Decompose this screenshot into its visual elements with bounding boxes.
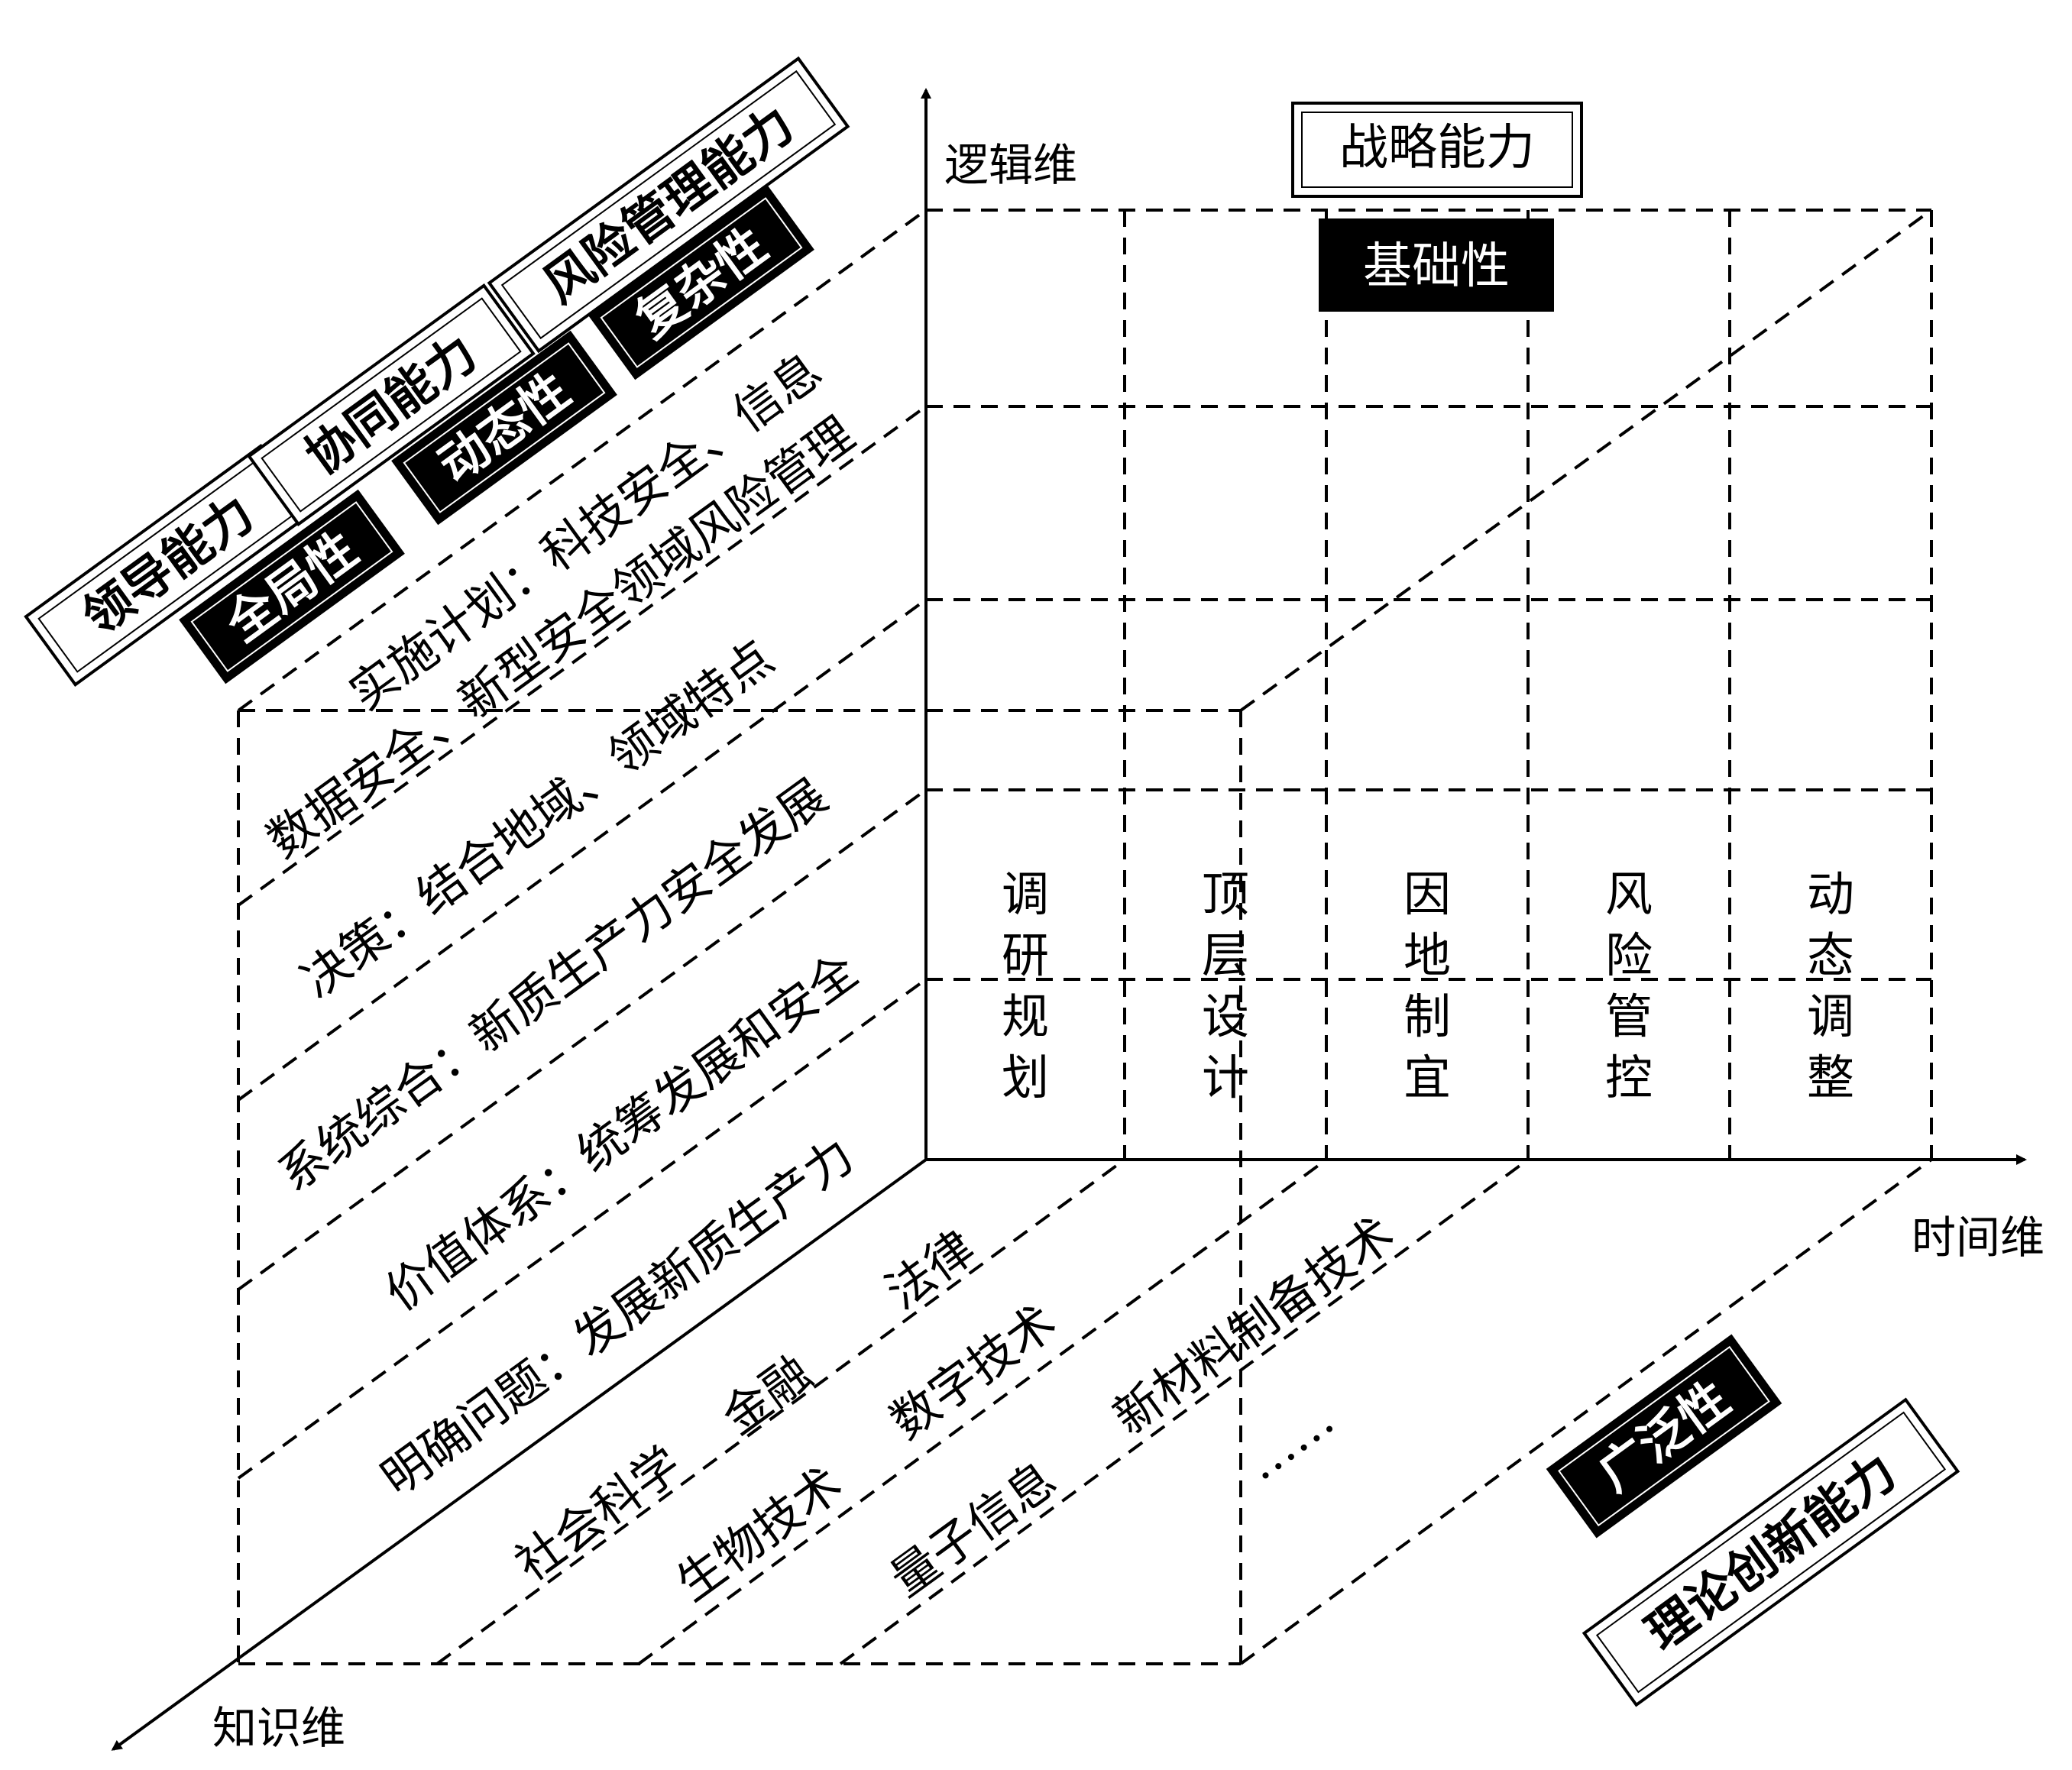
time-phase: 调研规划 [1002, 866, 1049, 1105]
axes: 逻辑维 时间维 知识维 [111, 88, 2044, 1754]
knowledge-item-new-materials: 新材料制备技术 [1103, 1205, 1404, 1445]
knowledge-axis [111, 1158, 928, 1751]
time-phase: 动态调整 [1807, 866, 1854, 1105]
broad-attribute-box: 广泛性 [1546, 1334, 1782, 1539]
time-phases: 调研规划 顶层设计 因地制宜 风险管控 动态调整 [1002, 866, 1854, 1105]
knowledge-item-law: 法律 [876, 1219, 985, 1320]
fundamental-attribute-box: 基础性 [1319, 218, 1554, 312]
back-grid [926, 209, 1933, 1160]
strategic-label: 战略能力 [1339, 120, 1535, 176]
time-phase: 因地制宜 [1403, 866, 1451, 1105]
time-phase: 顶层设计 [1202, 866, 1249, 1105]
fundamental-attribute-label: 基础性 [1363, 238, 1510, 295]
logic-step-value-system: 价值体系：统筹发展和安全 [375, 943, 868, 1322]
bottom-plane [435, 1158, 1530, 1665]
knowledge-item-biotech: 生物技术 [666, 1455, 853, 1612]
knowledge-item-ellipsis: …… [1235, 1390, 1344, 1491]
knowledge-item-social-science: 社会科学 [505, 1435, 691, 1592]
left-plane [237, 209, 1241, 1665]
knowledge-item-quantum: 量子信息 [880, 1451, 1067, 1607]
knowledge-axis-label: 知识维 [212, 1702, 345, 1754]
knowledge-item-finance: 金融 [712, 1344, 821, 1445]
strategic-box: 战略能力 [1291, 102, 1583, 198]
time-phase: 风险管控 [1605, 866, 1653, 1105]
logic-step-define-problem: 明确问题：发展新质生产力 [371, 1128, 864, 1506]
front-box [1239, 209, 1933, 1665]
logic-axis-label: 逻辑维 [944, 139, 1077, 191]
time-axis-label: 时间维 [1912, 1212, 2044, 1264]
